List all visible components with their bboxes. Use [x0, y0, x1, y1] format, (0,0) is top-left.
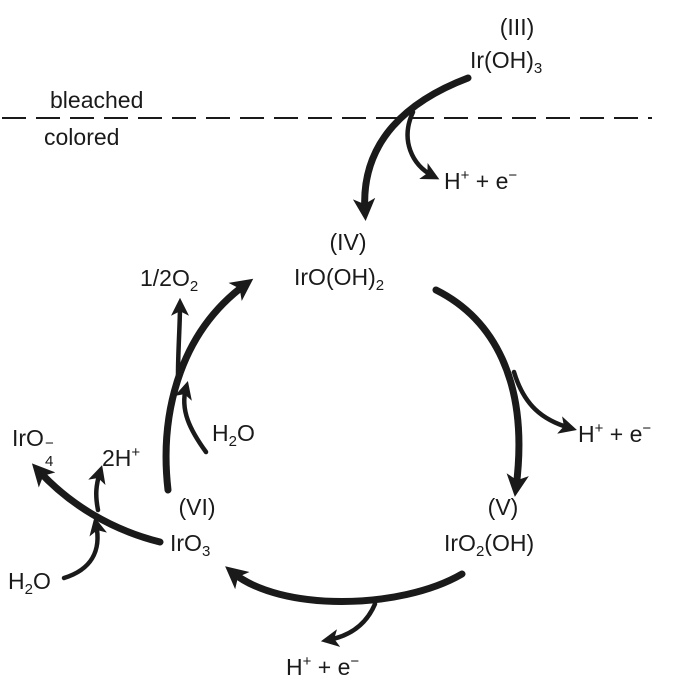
ir5-formula: IrO2(OH) — [444, 530, 535, 560]
ir4-formula: IrO(OH)2 — [294, 264, 385, 294]
branch-arrow-h-e-iii-iv — [405, 109, 440, 180]
ir5-oxidation-state: (V) — [487, 494, 519, 520]
o2-product: 1/2O2 — [140, 265, 199, 295]
iro4-product: IrO−4 — [12, 425, 54, 470]
h-e-product-1: H+ + e− — [444, 167, 518, 194]
branch-arrow-h2o-in-upper — [174, 381, 209, 455]
branch-arrow-h2o-in-lower — [61, 516, 108, 581]
ir4-oxidation-state: (IV) — [329, 229, 367, 255]
colored-label: colored — [44, 124, 120, 150]
branch-arrow-o2 — [170, 297, 189, 378]
arrow-vi-to-iro4 — [31, 463, 164, 546]
arrow-iii-to-iv — [352, 74, 472, 221]
h2o-reactant-upper: H2O — [212, 420, 255, 450]
ir3-oxidation-state: (III) — [499, 14, 535, 40]
h-e-product-2: H+ + e− — [578, 420, 652, 447]
h-e-product-3: H+ + e− — [286, 653, 360, 680]
ir6-formula: IrO3 — [170, 530, 211, 560]
bleached-label: bleached — [50, 87, 144, 113]
branch-arrow-h-e-iv-v — [511, 369, 577, 434]
arrow-iv-to-v — [432, 286, 529, 497]
branch-arrow-h-e-v-vi — [320, 601, 378, 647]
h2o-reactant-lower: H2O — [8, 568, 51, 598]
branch-arrow-2h — [88, 465, 106, 513]
two-h-product: 2H+ — [102, 444, 141, 471]
arrow-vi-to-iv — [162, 278, 254, 494]
ir3-formula: Ir(OH)3 — [470, 47, 543, 77]
ir6-oxidation-state: (VI) — [178, 494, 216, 520]
arrow-v-to-vi — [225, 566, 466, 605]
